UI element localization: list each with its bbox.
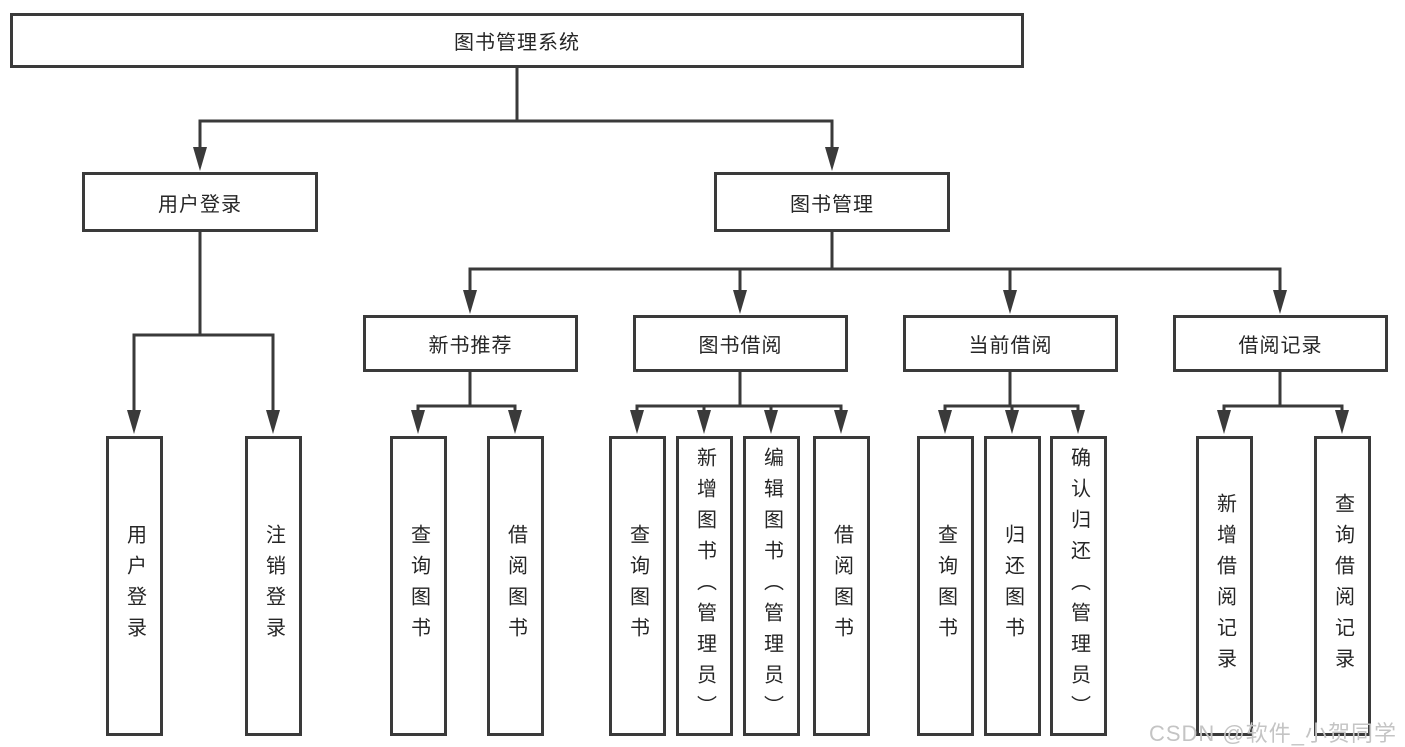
leaf-label: 编辑图书（管理员） bbox=[760, 446, 783, 726]
leaf-label: 借阅图书 bbox=[504, 524, 527, 648]
leaf-query-books-recommend: 查询图书 bbox=[390, 436, 447, 736]
node-library-system: 图书管理系统 bbox=[10, 13, 1024, 68]
leaf-label: 归还图书 bbox=[1001, 524, 1024, 648]
leaf-edit-books-admin: 编辑图书（管理员） bbox=[743, 436, 800, 736]
leaf-logout: 注销登录 bbox=[245, 436, 302, 736]
leaf-label: 新增借阅记录 bbox=[1213, 493, 1236, 679]
leaf-return-books: 归还图书 bbox=[984, 436, 1041, 736]
node-book-management: 图书管理 bbox=[714, 172, 950, 232]
leaf-label: 查询图书 bbox=[626, 524, 649, 648]
leaf-label: 查询借阅记录 bbox=[1331, 493, 1354, 679]
leaf-user-login: 用户登录 bbox=[106, 436, 163, 736]
connector-borrow-to-leaves bbox=[635, 372, 843, 428]
arrowheads bbox=[127, 147, 1349, 434]
connector-records-to-leaves bbox=[1222, 372, 1344, 428]
node-book-borrow: 图书借阅 bbox=[633, 315, 848, 372]
leaf-add-borrow-record: 新增借阅记录 bbox=[1196, 436, 1253, 736]
connector-root-to-level2 bbox=[198, 68, 834, 165]
leaf-label: 查询图书 bbox=[407, 524, 430, 648]
node-current-borrow: 当前借阅 bbox=[903, 315, 1118, 372]
node-user-login: 用户登录 bbox=[82, 172, 318, 232]
leaf-borrow-books-recommend: 借阅图书 bbox=[487, 436, 544, 736]
leaf-label: 借阅图书 bbox=[830, 524, 853, 648]
leaf-confirm-return-admin: 确认归还（管理员） bbox=[1050, 436, 1107, 736]
leaf-label: 用户登录 bbox=[123, 524, 146, 648]
leaf-label: 新增图书（管理员） bbox=[693, 446, 716, 726]
connector-userlogin-to-leaves bbox=[132, 232, 275, 428]
leaf-add-books-admin: 新增图书（管理员） bbox=[676, 436, 733, 736]
node-borrow-records: 借阅记录 bbox=[1173, 315, 1388, 372]
node-new-book-recommend: 新书推荐 bbox=[363, 315, 578, 372]
leaf-query-books-current: 查询图书 bbox=[917, 436, 974, 736]
leaf-label: 注销登录 bbox=[262, 524, 285, 648]
leaf-borrow-books: 借阅图书 bbox=[813, 436, 870, 736]
connector-bookmgmt-to-level3 bbox=[468, 232, 1282, 308]
leaf-query-books-borrow: 查询图书 bbox=[609, 436, 666, 736]
leaf-label: 查询图书 bbox=[934, 524, 957, 648]
leaf-label: 确认归还（管理员） bbox=[1067, 446, 1090, 726]
connector-newbook-to-leaves bbox=[416, 372, 517, 428]
leaf-query-borrow-record: 查询借阅记录 bbox=[1314, 436, 1371, 736]
